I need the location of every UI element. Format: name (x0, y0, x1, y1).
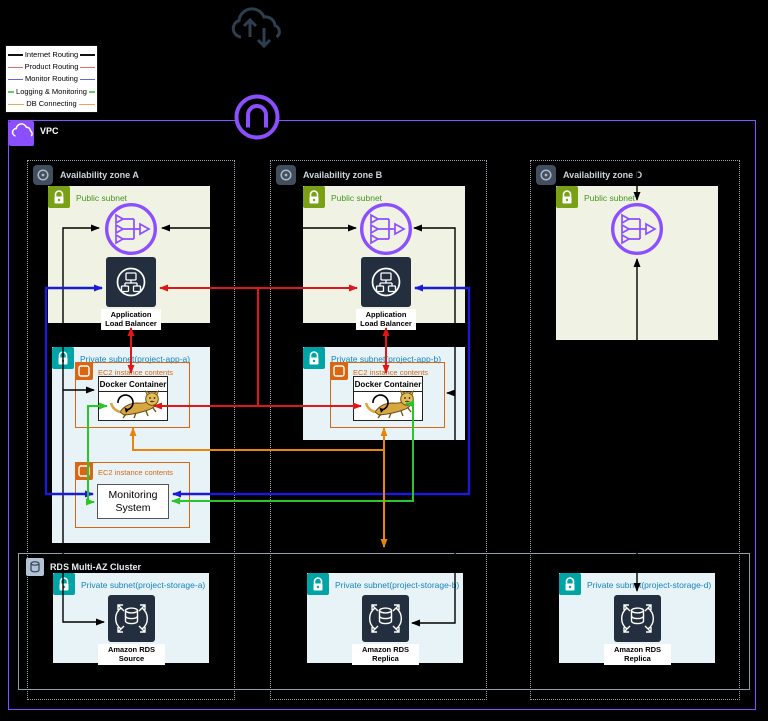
docker-container-b: Docker Container (353, 376, 423, 421)
legend-row: Product Routing (6, 61, 97, 73)
docker-container-a: Docker Container (98, 376, 168, 421)
public-subnet-b-label: Public subnet (331, 193, 383, 203)
legend-label-logging: Logging & Monitoring (14, 86, 89, 96)
alb-a-label: Application Load Balancer (101, 309, 161, 330)
private-subnet-storage-a-label: Private subnet(project-storage-a) (81, 580, 206, 590)
vpc-label: VPC (40, 126, 59, 136)
public-subnet-d: Public subnet (556, 186, 718, 340)
rds-multi-az-cluster (18, 553, 750, 690)
az-b-title: Availability zone B (303, 170, 383, 180)
az-d-title: Availability zone D (563, 170, 643, 180)
vpc-boundary (8, 120, 756, 710)
legend-label-monitor: Monitor Routing (23, 74, 80, 84)
legend-label-product: Product Routing (22, 62, 81, 72)
az-a-title: Availability zone A (60, 170, 139, 180)
legend-row: Monitor Routing (6, 73, 97, 85)
docker-container-b-title: Docker Container (354, 377, 422, 392)
legend-label-internet: Internet Routing (22, 49, 81, 59)
docker-container-a-title: Docker Container (99, 377, 167, 392)
alb-b-label: Application Load Balancer (356, 309, 416, 330)
public-subnet-a: Public subnet (48, 186, 210, 323)
monitoring-system: Monitoring System (97, 484, 169, 519)
legend-row: DB Connecting (6, 98, 97, 110)
legend-row: Logging & Monitoring (6, 85, 97, 97)
rds-replica-d-label: Amazon RDS Replica (604, 644, 671, 665)
public-subnet-b: Public subnet (303, 186, 465, 323)
ec2-a2-label: EC2 instance contents (98, 468, 174, 477)
private-subnet-app-a-label: Private subnet(project-app-a) (80, 354, 191, 364)
public-subnet-d-label: Public subnet (584, 193, 636, 203)
availability-zone-d: Availability zone D (530, 160, 740, 700)
legend-label-db: DB Connecting (24, 99, 79, 109)
monitoring-line1: Monitoring (108, 489, 158, 502)
public-subnet-a-label: Public subnet (76, 193, 128, 203)
rds-source-label: Amazon RDS Source (98, 644, 165, 665)
ec2-a1-label: EC2 instance contents (98, 368, 174, 377)
private-subnet-storage-b-label: Private subnet(project-storage-b) (335, 580, 460, 590)
monitoring-line2: System (115, 501, 151, 514)
rds-cluster-title: RDS Multi-AZ Cluster (50, 562, 141, 572)
internet-cloud-icon (231, 7, 281, 49)
rds-replica-b-label: Amazon RDS Replica (352, 644, 419, 665)
private-subnet-storage-d-label: Private subnet(project-storage-d) (587, 580, 712, 590)
legend-row: Internet Routing (6, 48, 97, 60)
legend: Internet Routing Product Routing Monitor… (5, 45, 98, 113)
